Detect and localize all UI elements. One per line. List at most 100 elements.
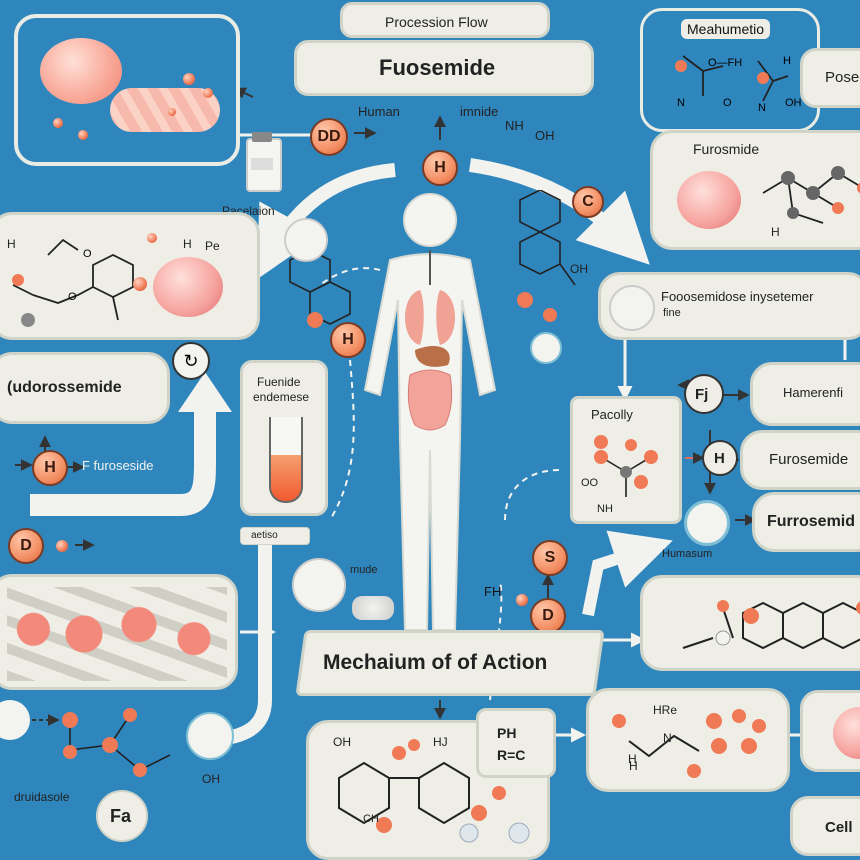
ch-label: CH <box>363 813 379 825</box>
furosemide-bold-label: Furrosemid <box>767 513 856 530</box>
title-panel: Fuosemide <box>294 40 594 96</box>
s-badge: S <box>532 540 568 576</box>
molecule-icon <box>517 190 576 322</box>
molecule-chain <box>62 708 171 777</box>
furosemide-small-label: F furoseside <box>82 458 154 473</box>
cell-label-panel: Cell <box>790 796 860 856</box>
mechanism-banner: Mechaium of of Action <box>295 630 605 696</box>
molecule-dot <box>183 73 195 85</box>
fooosemide-sub: fine <box>663 307 681 319</box>
kidney-cell-icon <box>7 587 227 681</box>
fj-label: Fj <box>695 386 709 403</box>
fa-badge: Fa <box>96 790 148 842</box>
p-label: Pe <box>205 239 220 253</box>
n-label: N <box>663 731 672 745</box>
fuenide-title: Fuenide <box>257 375 301 389</box>
mesh-icon <box>292 558 346 612</box>
molecule-dot <box>133 277 147 291</box>
molecule-panel-right <box>640 575 860 671</box>
h-label: H <box>771 225 780 239</box>
test-tube-panel: Fuenide endemese <box>240 360 328 516</box>
molecule-dot <box>516 594 528 606</box>
mechanism-title: Meahumetio <box>681 19 771 39</box>
pacolly-nh-label: NH <box>597 503 613 515</box>
ph-label: PH <box>497 725 517 741</box>
bottom-right-panel: HRe N H <box>586 688 790 792</box>
magnifier-icon <box>284 218 328 262</box>
fudorosemide-panel: (udorossemide <box>0 352 170 424</box>
medicine-bottle-icon <box>246 132 282 192</box>
humacum-label: Humasum <box>662 548 713 560</box>
furosemide-h-label: Furosemide <box>769 451 849 468</box>
fudorosemide-label: (udorossemide <box>7 379 122 396</box>
molecule-dot <box>78 130 88 140</box>
nh-label: NH <box>505 118 524 133</box>
molecule-dot <box>203 88 213 98</box>
cell-icon <box>833 707 860 759</box>
molecule-icon <box>594 435 658 497</box>
cell-icon <box>609 285 655 331</box>
intestine-tissue-image <box>110 88 220 132</box>
fa-label: Fa <box>110 806 132 826</box>
molecule-dot <box>53 118 63 128</box>
furosmide-panel: Furosmide H <box>650 130 860 250</box>
imide-label: imnide <box>460 104 499 119</box>
molecule-panel-left: O O H H Pe <box>0 212 260 340</box>
h3-label: H <box>628 752 637 766</box>
h-badge-right-label: H <box>714 450 725 467</box>
molecule-icon <box>682 600 860 650</box>
c-badge: C <box>572 186 604 218</box>
molecule-icon <box>612 709 766 778</box>
furosemide-h-panel: Furosemide <box>740 430 860 490</box>
molecule-icon <box>338 739 530 844</box>
fuenide-sub: endemese <box>253 390 310 404</box>
heart-organ-icon <box>677 171 741 229</box>
hamerenfi-panel: Hamerenfi <box>750 362 860 426</box>
hj-label: HJ <box>433 735 448 749</box>
svg-text:O: O <box>723 97 732 109</box>
posee-label: Posee <box>825 69 860 86</box>
h-badge-left: H <box>32 450 68 486</box>
process-flow-tab: Procession Flow <box>340 2 550 38</box>
mechanism-banner-label: Mechaium of of Action <box>323 651 548 674</box>
d-badge-bottom: D <box>530 598 566 634</box>
heart-organ-icon <box>153 257 223 317</box>
fj-badge: Fj <box>684 374 724 414</box>
pacolly-panel: Pacolly OO NH <box>570 396 682 524</box>
svg-text:O: O <box>68 291 77 303</box>
h-label: H <box>7 237 16 251</box>
human-label: Human <box>358 104 400 119</box>
dd-badge: DD <box>310 118 348 156</box>
oh-label: OH <box>535 128 555 143</box>
cell-label: Cell <box>825 819 853 836</box>
h-badge-right: H <box>702 440 738 476</box>
drop-icon <box>530 332 562 364</box>
human-body-icon <box>363 193 497 631</box>
molecule-dot <box>56 540 68 552</box>
middle-label: mude <box>350 564 378 576</box>
pacolly-oo-label: OO <box>581 477 599 489</box>
rc-label: R=C <box>497 747 526 763</box>
svg-text:O—FH: O—FH <box>708 57 742 69</box>
h-label: H <box>629 759 638 773</box>
molecule-icon: O—FH H N O N OH <box>675 55 802 114</box>
fh-label: FH <box>484 584 502 599</box>
recycle-icon: ↻ <box>172 342 210 380</box>
cell-icon-right <box>684 500 730 546</box>
hr-label: HRe <box>653 703 678 717</box>
mechanism-panel: Meahumetio O—FH H N O N OH <box>640 8 820 132</box>
oh-label: OH <box>333 735 351 749</box>
powder-icon <box>352 596 394 620</box>
process-flow-label: Procession Flow <box>385 14 488 30</box>
svg-text:OH: OH <box>785 97 802 109</box>
molecule-icon <box>762 166 860 224</box>
molecule-dot <box>147 233 157 243</box>
cell-panel <box>800 690 860 772</box>
molecule-dot <box>168 108 176 116</box>
page-title: Fuosemide <box>379 55 496 80</box>
posee-panel: Posee <box>800 48 860 108</box>
oh-label: OH <box>570 262 588 276</box>
cell-organ-image <box>40 38 122 104</box>
hamerenfi-label: Hamerenfi <box>783 385 843 400</box>
fooosemide-title: Fooosemidose inysetemer <box>661 289 814 304</box>
